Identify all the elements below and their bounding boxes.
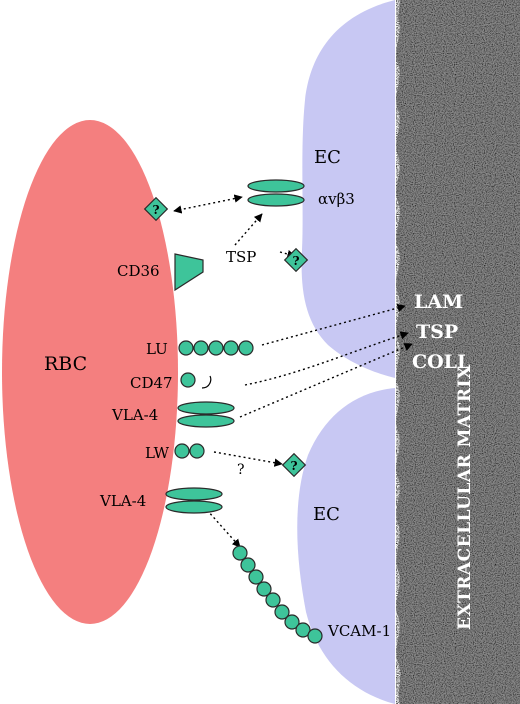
tsp-label: TSP	[226, 248, 256, 266]
tsp-matrix-label: TSP	[416, 321, 458, 343]
unknown-receptor-ec-upper: ?	[283, 247, 309, 273]
vla4-bottom-label: VLA-4	[99, 492, 146, 510]
arrow-vla4-coll	[239, 343, 413, 418]
arrow-vla4-vcam1	[206, 509, 241, 548]
ec-top-label: EC	[314, 147, 341, 168]
lw-molecule	[174, 443, 205, 459]
unknown-receptor-ec-upper-mark: ?	[292, 254, 299, 268]
avb3-integrin	[247, 179, 305, 207]
cd47-molecule	[180, 372, 212, 389]
arrow-unknown-avb3	[173, 194, 243, 214]
avb3-label: αvβ3	[318, 190, 355, 208]
unknown-receptor-ec-lower: ?	[281, 452, 307, 478]
vcam1-molecule	[232, 545, 323, 644]
lw-label: LW	[145, 444, 170, 462]
lu-molecule	[178, 340, 254, 356]
vcam1-label: VCAM-1	[327, 622, 391, 640]
rbc-label: RBC	[44, 353, 87, 375]
unknown-receptor-ec-lower-mark: ?	[290, 459, 297, 473]
cd47-label: CD47	[130, 374, 173, 392]
arrow-tsp-avb3	[234, 213, 263, 246]
vla4-integrin-bottom	[165, 487, 223, 514]
lw-question-label: ?	[237, 462, 245, 478]
endothelial-cell-bottom	[297, 388, 395, 704]
cd36-receptor	[174, 253, 204, 292]
cd36-label: CD36	[117, 262, 160, 280]
vla4-integrin-top	[177, 401, 235, 428]
extracellular-matrix	[396, 0, 520, 704]
lam-label: LAM	[414, 291, 463, 313]
red-blood-cell	[2, 120, 178, 624]
vla4-top-label: VLA-4	[111, 406, 158, 424]
lu-label: LU	[146, 340, 168, 358]
arrow-lw-receptor	[213, 451, 283, 467]
unknown-receptor-rbc-mark: ?	[152, 203, 159, 217]
endothelial-cell-top	[301, 0, 395, 378]
ec-bottom-label: EC	[313, 504, 340, 525]
extracellular-matrix-label: EXTRACELLULAR MATRIX	[455, 365, 475, 630]
unknown-receptor-rbc: ?	[143, 196, 169, 222]
coll-label: COLL	[412, 351, 470, 373]
